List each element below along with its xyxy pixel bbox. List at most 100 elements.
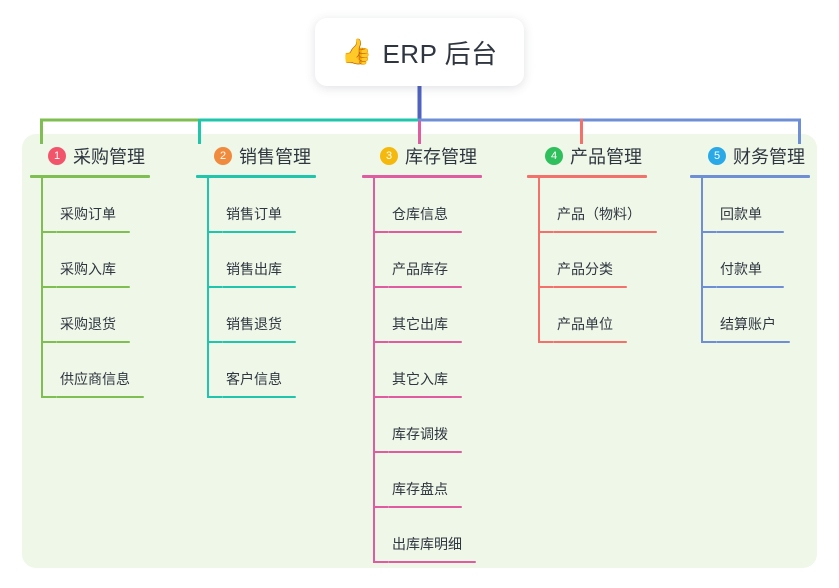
leaf-label: 采购退货 bbox=[60, 316, 116, 332]
branch-header-1[interactable]: 1 采购管理 bbox=[30, 143, 150, 169]
leaf-underline bbox=[716, 341, 790, 343]
branch-spine bbox=[373, 178, 375, 563]
leaf-item[interactable]: 销售退货 bbox=[196, 288, 316, 343]
leaf-item[interactable]: 采购订单 bbox=[30, 178, 150, 233]
leaf-item[interactable]: 供应商信息 bbox=[30, 343, 150, 398]
branch-items-4: 产品（物料） 产品分类产品单位 bbox=[527, 178, 657, 343]
leaf-label: 结算账户 bbox=[720, 316, 776, 332]
leaf-underline bbox=[388, 286, 462, 288]
branch-header-4[interactable]: 4 产品管理 bbox=[527, 143, 647, 169]
leaf-item[interactable]: 客户信息 bbox=[196, 343, 316, 398]
leaf-item[interactable]: 结算账户 bbox=[690, 288, 810, 343]
leaf-underline bbox=[56, 341, 130, 343]
branch-number-badge: 2 bbox=[214, 147, 232, 165]
leaf-item[interactable]: 其它入库 bbox=[362, 343, 482, 398]
leaf-connector bbox=[373, 506, 388, 508]
leaf-label: 其它出库 bbox=[392, 316, 448, 332]
branch-header-2[interactable]: 2 销售管理 bbox=[196, 143, 316, 169]
leaf-label: 产品（物料） bbox=[557, 206, 641, 222]
leaf-underline bbox=[56, 396, 144, 398]
leaf-label: 出库库明细 bbox=[392, 536, 462, 552]
leaf-connector bbox=[538, 231, 553, 233]
leaf-connector bbox=[41, 396, 56, 398]
leaf-underline bbox=[716, 286, 784, 288]
leaf-item[interactable]: 产品库存 bbox=[362, 233, 482, 288]
branch-title: 销售管理 bbox=[239, 147, 311, 167]
branch-underline bbox=[527, 175, 647, 178]
leaf-item[interactable]: 采购退货 bbox=[30, 288, 150, 343]
leaf-label: 产品单位 bbox=[557, 316, 613, 332]
leaf-item[interactable]: 其它出库 bbox=[362, 288, 482, 343]
branch-header-5[interactable]: 5 财务管理 bbox=[690, 143, 810, 169]
leaf-label: 销售订单 bbox=[226, 206, 282, 222]
branch-column-2: 2 销售管理销售订单销售出库销售退货客户信息 bbox=[196, 143, 316, 398]
branch-number-badge: 4 bbox=[545, 147, 563, 165]
leaf-item[interactable]: 产品（物料） bbox=[527, 178, 657, 233]
branch-items-1: 采购订单采购入库采购退货供应商信息 bbox=[30, 178, 150, 398]
leaf-item[interactable]: 产品分类 bbox=[527, 233, 647, 288]
branch-items-5: 回款单付款单结算账户 bbox=[690, 178, 810, 343]
leaf-underline bbox=[56, 231, 130, 233]
leaf-connector bbox=[373, 286, 388, 288]
leaf-underline bbox=[553, 341, 627, 343]
thumbs-up-icon: 👍 bbox=[341, 37, 373, 66]
leaf-label: 回款单 bbox=[720, 206, 762, 222]
leaf-item[interactable]: 付款单 bbox=[690, 233, 810, 288]
leaf-item[interactable]: 回款单 bbox=[690, 178, 810, 233]
leaf-underline bbox=[716, 231, 784, 233]
leaf-connector bbox=[701, 286, 716, 288]
leaf-label: 销售出库 bbox=[226, 261, 282, 277]
leaf-connector bbox=[41, 341, 56, 343]
branch-title: 产品管理 bbox=[570, 147, 642, 167]
leaf-label: 产品库存 bbox=[392, 261, 448, 277]
branches-panel bbox=[22, 134, 817, 568]
leaf-underline bbox=[222, 286, 296, 288]
leaf-connector bbox=[41, 286, 56, 288]
leaf-label: 采购订单 bbox=[60, 206, 116, 222]
leaf-connector bbox=[538, 341, 553, 343]
branch-title: 采购管理 bbox=[73, 147, 145, 167]
leaf-label: 客户信息 bbox=[226, 371, 282, 387]
branch-spine bbox=[41, 178, 43, 398]
branch-title: 财务管理 bbox=[733, 147, 805, 167]
leaf-connector bbox=[373, 396, 388, 398]
leaf-underline bbox=[222, 341, 296, 343]
leaf-label: 付款单 bbox=[720, 261, 762, 277]
branch-number-badge: 5 bbox=[708, 147, 726, 165]
leaf-item[interactable]: 销售订单 bbox=[196, 178, 316, 233]
leaf-item[interactable]: 库存调拨 bbox=[362, 398, 482, 453]
root-node[interactable]: 👍 ERP 后台 bbox=[315, 18, 524, 86]
branch-column-5: 5 财务管理回款单付款单结算账户 bbox=[690, 143, 810, 343]
leaf-label: 采购入库 bbox=[60, 261, 116, 277]
leaf-label: 仓库信息 bbox=[392, 206, 448, 222]
branch-underline bbox=[362, 175, 482, 178]
branch-items-2: 销售订单销售出库销售退货客户信息 bbox=[196, 178, 316, 398]
leaf-connector bbox=[373, 561, 388, 563]
leaf-connector bbox=[373, 341, 388, 343]
leaf-label: 销售退货 bbox=[226, 316, 282, 332]
leaf-connector bbox=[207, 341, 222, 343]
leaf-underline bbox=[388, 341, 462, 343]
leaf-item[interactable]: 仓库信息 bbox=[362, 178, 482, 233]
leaf-label: 库存调拨 bbox=[392, 426, 448, 442]
leaf-underline bbox=[222, 396, 296, 398]
branch-column-4: 4 产品管理产品（物料） 产品分类产品单位 bbox=[527, 143, 657, 343]
leaf-item[interactable]: 销售出库 bbox=[196, 233, 316, 288]
leaf-item[interactable]: 出库库明细 bbox=[362, 508, 482, 563]
leaf-connector bbox=[41, 231, 56, 233]
leaf-label: 其它入库 bbox=[392, 371, 448, 387]
branch-underline bbox=[196, 175, 316, 178]
leaf-item[interactable]: 库存盘点 bbox=[362, 453, 482, 508]
branch-number-badge: 1 bbox=[48, 147, 66, 165]
branch-title: 库存管理 bbox=[405, 147, 477, 167]
leaf-item[interactable]: 产品单位 bbox=[527, 288, 647, 343]
leaf-underline bbox=[388, 451, 462, 453]
branch-spine bbox=[538, 178, 540, 343]
leaf-underline bbox=[388, 231, 462, 233]
leaf-item[interactable]: 采购入库 bbox=[30, 233, 150, 288]
branch-column-1: 1 采购管理采购订单采购入库采购退货供应商信息 bbox=[30, 143, 150, 398]
branch-spine bbox=[207, 178, 209, 398]
